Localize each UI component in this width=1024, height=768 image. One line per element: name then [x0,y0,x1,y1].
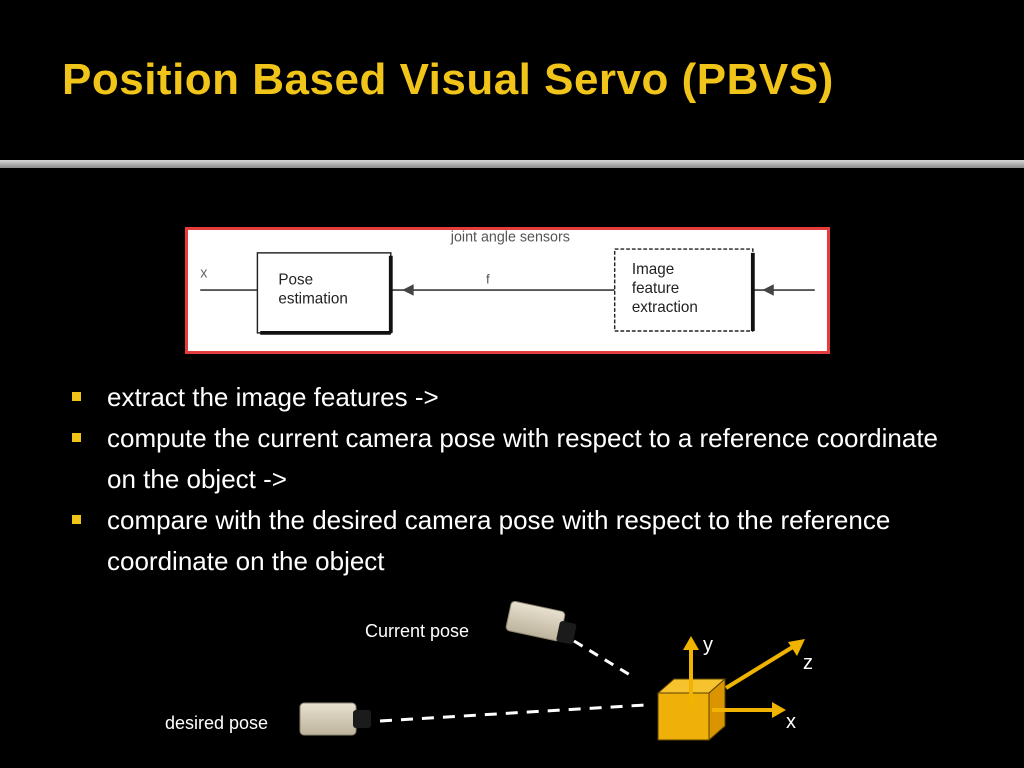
bullet-square [72,392,81,401]
z-axis-line [724,643,798,690]
x-axis-label: x [786,711,796,733]
slide-header: Position Based Visual Servo (PBVS) [0,0,1024,160]
slide-content: x joint angle sensors f Pose estimation … [0,168,1024,768]
y-axis-arrow [683,636,699,650]
pose-diagram: Current pose desired pose y z x [165,600,813,742]
bullet-text: compare with the desired camera pose wit… [107,505,891,576]
z-axis-label: z [803,652,813,674]
bullet-text: compute the current camera pose with res… [107,423,938,494]
bullet-item: compare with the desired camera pose wit… [72,500,952,582]
current-camera-icon [505,600,577,645]
bullet-item: extract the image features -> [72,377,952,418]
header-divider [0,160,1024,168]
arrowhead-left [402,284,414,296]
pose-estimation-line-1: Pose [278,271,313,288]
bullet-text: extract the image features -> [107,382,439,412]
object-cube [656,677,727,742]
image-feature-line-2: feature [632,280,679,297]
z-axis-arrow [788,639,805,656]
desired-pose-dashed-line [379,703,646,723]
desired-camera-icon [299,702,371,736]
y-axis-label: y [703,634,713,656]
image-feature-line-1: Image [632,261,674,278]
current-pose-dashed-line [573,639,631,677]
bullet-square [72,515,81,524]
bullet-item: compute the current camera pose with res… [72,418,952,500]
image-feature-line-3: extraction [632,299,698,316]
bullet-square [72,433,81,442]
x-label: x [200,266,207,282]
pose-estimation-line-2: estimation [278,290,347,307]
sensor-label: joint angle sensors [450,230,570,245]
bullet-list: extract the image features -> compute th… [72,377,952,582]
desired-pose-label: desired pose [165,713,268,733]
arrowhead-right [762,284,774,296]
control-block-diagram-svg: x joint angle sensors f Pose estimation … [200,229,815,335]
page-title: Position Based Visual Servo (PBVS) [62,55,834,104]
signal-f-label: f [486,271,490,286]
current-pose-label: Current pose [365,621,469,641]
x-axis-arrow [772,702,786,718]
control-block-diagram: x joint angle sensors f Pose estimation … [185,227,830,354]
image-feature-box [613,248,754,332]
